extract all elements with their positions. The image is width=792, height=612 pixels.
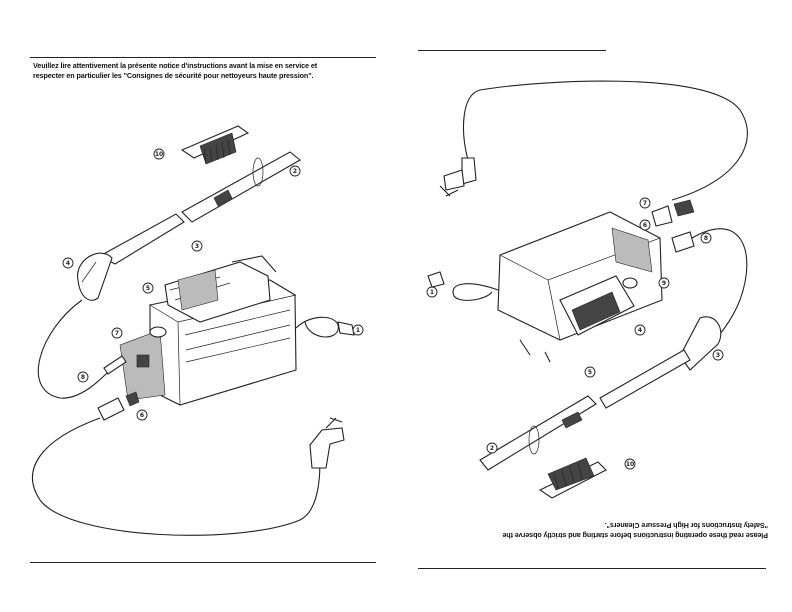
callout-label: 6	[643, 222, 647, 229]
callout-label: 3	[716, 352, 720, 359]
spray-lance	[479, 395, 597, 471]
callout-label: 6	[140, 412, 144, 419]
callout-label: 5	[146, 285, 150, 292]
spray-gun	[599, 316, 722, 409]
right-page	[396, 0, 792, 612]
pressure-washer-body-rear	[497, 211, 663, 363]
wash-brush	[180, 125, 250, 165]
french-notice: Veuillez lire attentivement la présente …	[33, 61, 373, 81]
french-notice-line1: Veuillez lire attentivement la présente …	[33, 61, 318, 70]
callout-label: 10	[626, 461, 634, 468]
hose-couplings	[651, 199, 695, 253]
callout-label: 4	[66, 260, 70, 267]
callout-label: 1	[430, 289, 434, 296]
callout-label: 2	[490, 445, 494, 452]
spray-gun	[77, 213, 185, 301]
pressure-washer-body	[119, 255, 297, 406]
spray-lance	[181, 151, 301, 223]
callout-label: 5	[588, 369, 592, 376]
callout-label: 8	[81, 374, 85, 381]
callout-label: 7	[115, 330, 119, 337]
callout-label: 7	[643, 200, 647, 207]
power-plug	[337, 321, 355, 336]
left-page: Veuillez lire attentivement la présente …	[30, 57, 376, 563]
left-callouts: 10 2 3 4 5 1 7 8 6	[62, 148, 364, 421]
high-pressure-hose	[37, 299, 109, 399]
callout-label: 3	[195, 243, 199, 250]
top-rule	[30, 57, 376, 58]
right-illustration: 7 6 8 9 1 4 3 5 2 10	[426, 80, 748, 499]
top-rule-short	[418, 50, 606, 51]
water-tap	[309, 417, 345, 469]
bottom-rule	[418, 568, 766, 569]
water-tap	[439, 157, 477, 197]
hose-connector	[103, 355, 127, 375]
power-cord	[452, 283, 499, 301]
callout-label: 4	[638, 327, 642, 334]
callout-label: 9	[662, 280, 666, 287]
garden-hose	[31, 417, 321, 536]
wash-brush	[538, 457, 607, 499]
left-illustration: 10 2 3 4 5 1 7 8 6	[31, 125, 364, 536]
callout-label: 1	[356, 327, 360, 334]
right-callouts: 7 6 8 9 1 4 3 5 2 10	[426, 197, 724, 470]
callout-label: 2	[293, 168, 297, 175]
french-notice-line2: respecter en particulier les "Consignes …	[33, 71, 314, 80]
power-plug	[427, 271, 445, 288]
water-inlet-coupling	[97, 391, 140, 421]
callout-label: 10	[155, 151, 163, 158]
garden-hose	[463, 80, 748, 201]
power-cord	[295, 316, 339, 338]
bottom-rule	[30, 562, 376, 563]
callout-label: 8	[704, 235, 708, 242]
